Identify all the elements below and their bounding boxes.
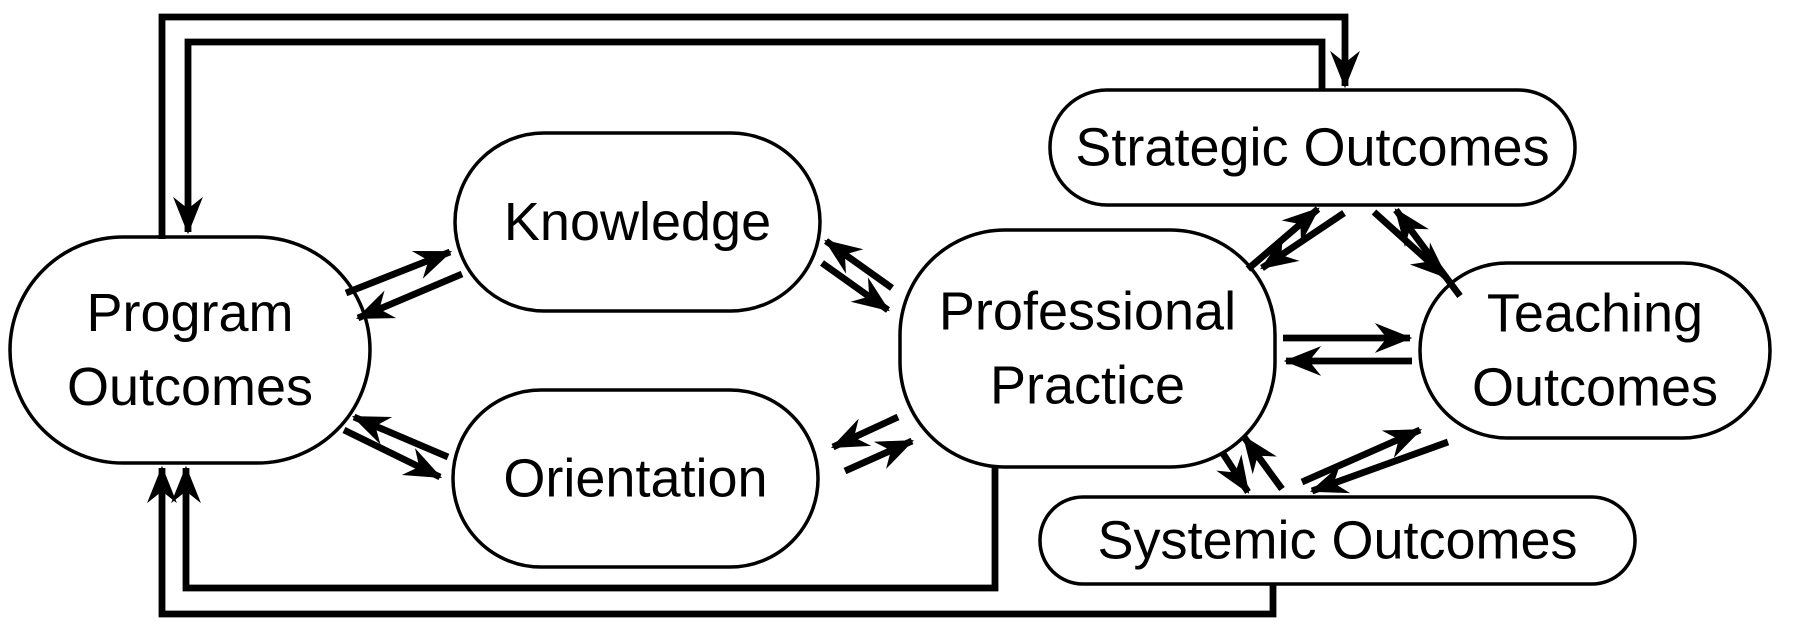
edge-knowledge-to-professional: [820, 260, 890, 313]
knowledge-shape: [453, 131, 822, 313]
systemic-outcomes-shape: [1038, 495, 1637, 586]
node-knowledge: Knowledge: [453, 131, 822, 313]
edge-professional-to-systemic: [1216, 450, 1251, 494]
edge-systemic-to-program-loop: [147, 465, 1277, 618]
professional-practice-label: Practice: [990, 356, 1185, 416]
teaching-outcomes-label: Teaching: [1487, 284, 1703, 344]
node-orientation: Orientation: [451, 388, 820, 569]
edge-knowledge-to-program: [355, 270, 464, 322]
teaching-outcomes-shape: [1418, 261, 1772, 440]
edge-program-to-orientation: [342, 426, 443, 481]
edge-program-to-knowledge: [344, 248, 453, 297]
edge-orientation-to-program: [351, 413, 450, 461]
orientation-label: Orientation: [503, 449, 767, 509]
systemic-outcomes-label: Systemic Outcomes: [1097, 511, 1577, 571]
strategic-outcomes-label: Strategic Outcomes: [1075, 118, 1549, 178]
edge-teaching-to-systemic: [1309, 438, 1450, 495]
edge-professional-to-program-loop: [171, 465, 999, 592]
edge-teaching-to-strategic: [1393, 207, 1463, 299]
program-outcomes-label: Program: [86, 283, 293, 343]
edge-systemic-to-professional: [1241, 434, 1285, 492]
strategic-outcomes-shape: [1048, 88, 1577, 207]
edge-strategic-to-program-loop: [173, 38, 1326, 235]
edge-program-to-strategic-loop: [158, 13, 1360, 239]
edge-orientation-to-professional: [843, 437, 915, 475]
program-outcomes-label: Outcomes: [67, 357, 313, 417]
program-outcomes-shape: [8, 235, 372, 465]
edge-professional-to-orientation: [830, 413, 900, 451]
orientation-shape: [451, 388, 820, 569]
professional-practice-label: Professional: [939, 282, 1236, 342]
edges-layer: [147, 13, 1463, 618]
edge-professional-to-knowledge: [824, 238, 894, 291]
professional-practice-shape: [898, 228, 1277, 469]
teaching-outcomes-label: Outcomes: [1472, 358, 1718, 418]
edge-strategic-to-professional: [1260, 210, 1346, 271]
node-systemic-outcomes: Systemic Outcomes: [1038, 495, 1637, 586]
knowledge-label: Knowledge: [504, 192, 771, 252]
node-strategic-outcomes: Strategic Outcomes: [1048, 88, 1577, 207]
